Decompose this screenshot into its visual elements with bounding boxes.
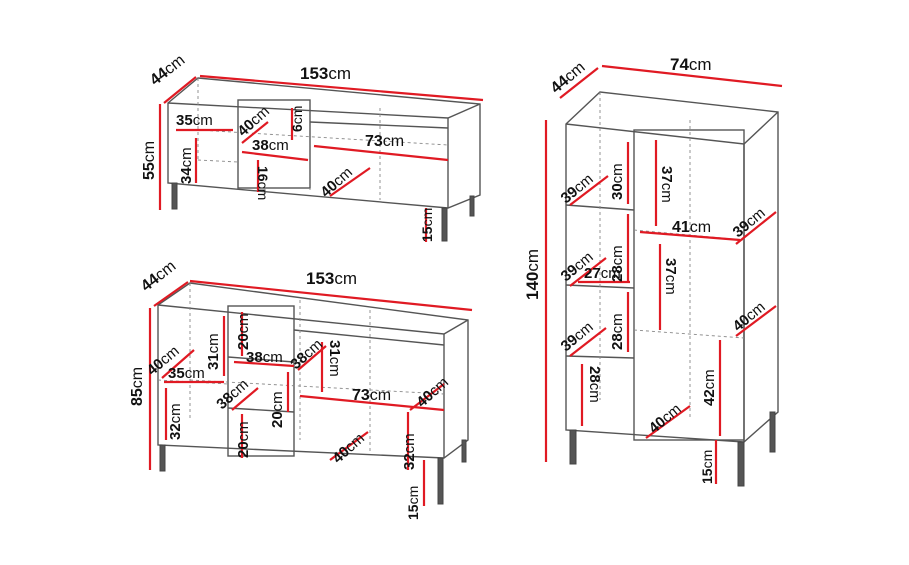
- label-width: 153cm: [306, 269, 357, 288]
- dim-line-drawer-width: [233, 360, 295, 368]
- sideboard-large-leg: [159, 444, 166, 472]
- dim-line-left-depth: [161, 349, 195, 379]
- label-drawer-height: 6cm: [289, 106, 305, 132]
- dim-line-right-depth-1: [735, 211, 777, 245]
- label-left-upper: 31cm: [205, 333, 222, 370]
- label-right-width: 41cm: [672, 219, 711, 236]
- sideboard-large-leg: [461, 439, 467, 463]
- sideboard-small-leg: [441, 207, 448, 242]
- dim-line-right-shelf: [313, 144, 449, 162]
- sideboard-small-leg: [469, 195, 475, 217]
- label-left-height-1: 30cm: [609, 163, 626, 200]
- label-left-width: 35cm: [168, 365, 205, 382]
- label-legs: 15cm: [405, 486, 421, 520]
- dim-line-right-depth: [329, 167, 371, 197]
- cabinet-tall-leg: [769, 411, 776, 453]
- label-legs: 15cm: [419, 208, 435, 242]
- label-left-height-3: 28cm: [609, 313, 626, 350]
- label-height: 85cm: [129, 367, 146, 406]
- label-legs: 15cm: [699, 450, 715, 484]
- cabinet-tall-top-edge: [565, 111, 779, 145]
- label-drawer-width: 38cm: [252, 137, 289, 154]
- label-right-width: 73cm: [352, 387, 391, 404]
- label-drawer-mid: 20cm: [269, 391, 286, 428]
- dim-line-right-width: [299, 394, 445, 412]
- label-right-depth-top: 40cm: [413, 374, 452, 411]
- dim-line-left-depth-1: [569, 175, 609, 206]
- sideboard-small-top-edge: [167, 102, 481, 119]
- sideboard-small: 153cm 44cm 55cm 35cm 34cm 40cm 6cm 38cm …: [141, 52, 484, 242]
- label-drawer-top: 20cm: [235, 313, 252, 350]
- label-width: 74cm: [670, 55, 712, 74]
- label-left-lower: 32cm: [167, 403, 184, 440]
- dim-line-depth: [163, 76, 197, 104]
- label-right-mid: 37cm: [662, 258, 679, 295]
- dim-line-width: [199, 74, 484, 102]
- sideboard-large-drawer-bay: [227, 305, 295, 457]
- label-height: 140cm: [523, 249, 542, 300]
- dim-line-right-depth-2: [735, 305, 777, 337]
- label-height: 55cm: [141, 141, 158, 180]
- label-left-height: 34cm: [178, 147, 195, 184]
- cabinet-tall-door: [633, 129, 745, 441]
- sideboard-large-leg: [437, 457, 444, 505]
- label-left-shelf: 35cm: [176, 112, 213, 129]
- dim-line-left-depth-3: [569, 327, 607, 357]
- dim-line-left-depth-2: [569, 257, 607, 287]
- cabinet-tall: 74cm 44cm 140cm 39cm 30cm 39cm 27cm 28cm…: [523, 55, 783, 487]
- sideboard-large: 153cm 44cm 85cm 40cm 35cm 31cm 32cm 20cm…: [129, 258, 473, 520]
- dim-line-drawer-width: [241, 150, 309, 162]
- sideboard-large-top-edge: [157, 304, 469, 335]
- dim-line-right-bottom-depth: [645, 405, 691, 439]
- dim-line-depth: [153, 281, 189, 307]
- dim-line-drawer-depth: [231, 387, 259, 411]
- label-drawer-width: 38cm: [246, 349, 283, 366]
- label-drawer-bottom: 20cm: [235, 421, 252, 458]
- dim-line-right-width: [639, 230, 741, 242]
- dim-line-right-depth-top: [409, 383, 445, 411]
- cabinet-tall-leg: [569, 429, 577, 465]
- label-depth: 44cm: [147, 52, 188, 89]
- dim-line-depth: [559, 67, 599, 99]
- label-depth: 44cm: [138, 258, 179, 295]
- sideboard-small-leg: [171, 182, 178, 210]
- label-left-width-2: 27cm: [584, 265, 621, 282]
- label-right-height: 32cm: [401, 433, 418, 470]
- label-right-upper: 37cm: [658, 166, 675, 203]
- label-width: 153cm: [300, 64, 351, 83]
- label-mid-height: 31cm: [326, 340, 343, 377]
- label-drawer-front: 16cm: [255, 166, 271, 200]
- dim-line-width: [189, 279, 473, 312]
- label-right-shelf: 73cm: [365, 133, 404, 150]
- dim-line-right-depth-bottom: [329, 431, 369, 461]
- label-right-bottom-height: 42cm: [701, 369, 718, 406]
- label-right-bottom-depth: 40cm: [646, 400, 685, 437]
- label-left-depth: 40cm: [144, 342, 183, 379]
- label-left-height-2: 28cm: [609, 245, 626, 282]
- dim-line-width: [601, 64, 783, 88]
- cabinet-tall-leg: [737, 441, 745, 487]
- label-mid-depth: 38cm: [287, 336, 326, 373]
- label-left-bottom: 28cm: [586, 366, 603, 403]
- dim-line-drawer-depth: [241, 121, 269, 144]
- sideboard-small-drawer-bay: [237, 99, 311, 189]
